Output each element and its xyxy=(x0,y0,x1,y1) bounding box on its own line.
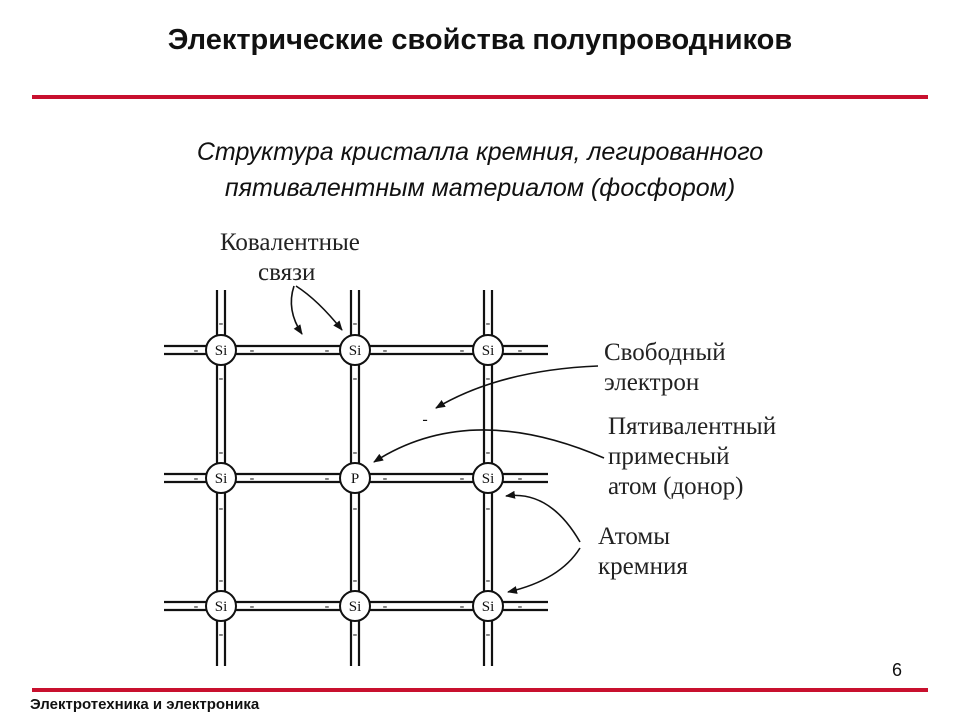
bond-electron: - xyxy=(219,501,224,516)
bond-electron: - xyxy=(250,471,255,486)
free-electron: - xyxy=(422,411,427,428)
atom-symbol: Si xyxy=(482,471,495,487)
label-free-electron-line-1: Свободный xyxy=(604,339,726,366)
footer-divider xyxy=(32,688,928,692)
page-number: 6 xyxy=(891,660,902,680)
atom-symbol: Si xyxy=(215,471,228,487)
atom-symbol: Si xyxy=(215,599,228,615)
bond-electron: - xyxy=(486,627,491,642)
subtitle-line-1: Структура кристалла кремния, легированно… xyxy=(196,138,764,166)
atom-circle xyxy=(205,334,237,366)
label-donor-line-1: Пятивалентный xyxy=(608,413,777,440)
atom-symbol: Si xyxy=(349,343,362,359)
bond-electron: - xyxy=(486,371,491,386)
label-silicon-line-1: Атомы xyxy=(598,523,671,550)
bond-electron: - xyxy=(353,573,358,588)
bond-electron: - xyxy=(383,471,388,486)
label-covalent-line-2: связи xyxy=(258,259,316,286)
bond-electron: - xyxy=(219,627,224,642)
bond-electron: - xyxy=(353,445,358,460)
label-covalent-line-1: Ковалентные xyxy=(220,229,360,256)
bond-electron: - xyxy=(518,343,523,358)
subtitle-line-2: пятивалентным материалом (фосфором) xyxy=(224,174,736,202)
bond-electron: - xyxy=(486,316,491,331)
bond-electron: - xyxy=(250,599,255,614)
bond-electron: - xyxy=(353,316,358,331)
arrow-covalent-left xyxy=(290,285,303,335)
bond-electron: - xyxy=(486,445,491,460)
atom-circle xyxy=(472,334,504,366)
label-covalent-bonds: Ковалентные связи xyxy=(220,228,360,288)
slide-subtitle: Структура кристалла кремния, легированно… xyxy=(0,134,960,206)
atom-symbol: Si xyxy=(215,343,228,359)
atom-circle xyxy=(472,462,504,494)
label-free-electron: Свободный электрон xyxy=(604,338,726,398)
bond-electron: - xyxy=(518,599,523,614)
bond-electron: - xyxy=(486,573,491,588)
bond-electron: - xyxy=(383,599,388,614)
bond-electron: - xyxy=(194,343,199,358)
label-silicon-atoms: Атомы кремния xyxy=(598,522,688,582)
atom-circle xyxy=(339,334,371,366)
label-donor-atom: Пятивалентный примесный атом (донор) xyxy=(608,412,776,502)
bond-electron: - xyxy=(325,599,330,614)
label-free-electron-line-2: электрон xyxy=(604,369,700,396)
arrow-covalent-right xyxy=(295,285,343,331)
atom-circle xyxy=(205,462,237,494)
bond-electron: - xyxy=(383,343,388,358)
bond-electron: - xyxy=(353,501,358,516)
bond-electron: - xyxy=(460,599,465,614)
atom-circle xyxy=(472,590,504,622)
label-donor-line-3: атом (донор) xyxy=(608,473,744,500)
bond-electron: - xyxy=(250,343,255,358)
slide-title: Электрические свойства полупроводников xyxy=(167,24,793,56)
arrow-silicon-upper xyxy=(505,490,581,543)
bond-electron: - xyxy=(194,471,199,486)
bond-electron: - xyxy=(219,316,224,331)
atom-symbol: Si xyxy=(349,599,362,615)
atom-symbol: Si xyxy=(482,343,495,359)
bond-electron: - xyxy=(325,471,330,486)
atom-symbol: Si xyxy=(482,599,495,615)
label-silicon-line-2: кремния xyxy=(598,553,688,580)
label-donor-line-2: примесный xyxy=(608,443,730,470)
bond-electron: - xyxy=(219,573,224,588)
bond-electron: - xyxy=(219,371,224,386)
atom-circle xyxy=(205,590,237,622)
bond-electrons: - - - - - - - - - - - - - - - - - - - - - - - - - - - - - - - - - - - - xyxy=(194,316,523,642)
arrow-donor-atom xyxy=(373,429,605,463)
bond-electron: - xyxy=(353,627,358,642)
bond-electron: - xyxy=(460,471,465,486)
arrow-free-electron xyxy=(435,365,599,409)
atom-circle xyxy=(339,462,371,494)
bond-electron: - xyxy=(219,445,224,460)
atom-circle xyxy=(339,590,371,622)
title-divider xyxy=(32,95,928,99)
bond-electron: - xyxy=(325,343,330,358)
bond-electron: - xyxy=(353,371,358,386)
bond-electron: - xyxy=(194,599,199,614)
bond-electron: - xyxy=(460,343,465,358)
pointer-arrows xyxy=(290,285,605,594)
atom-symbol: P xyxy=(351,471,359,487)
bond-electron: - xyxy=(518,471,523,486)
bond-electron: - xyxy=(486,501,491,516)
footer-text: Электротехника и электроника xyxy=(30,696,260,713)
arrow-silicon-lower xyxy=(507,547,581,594)
